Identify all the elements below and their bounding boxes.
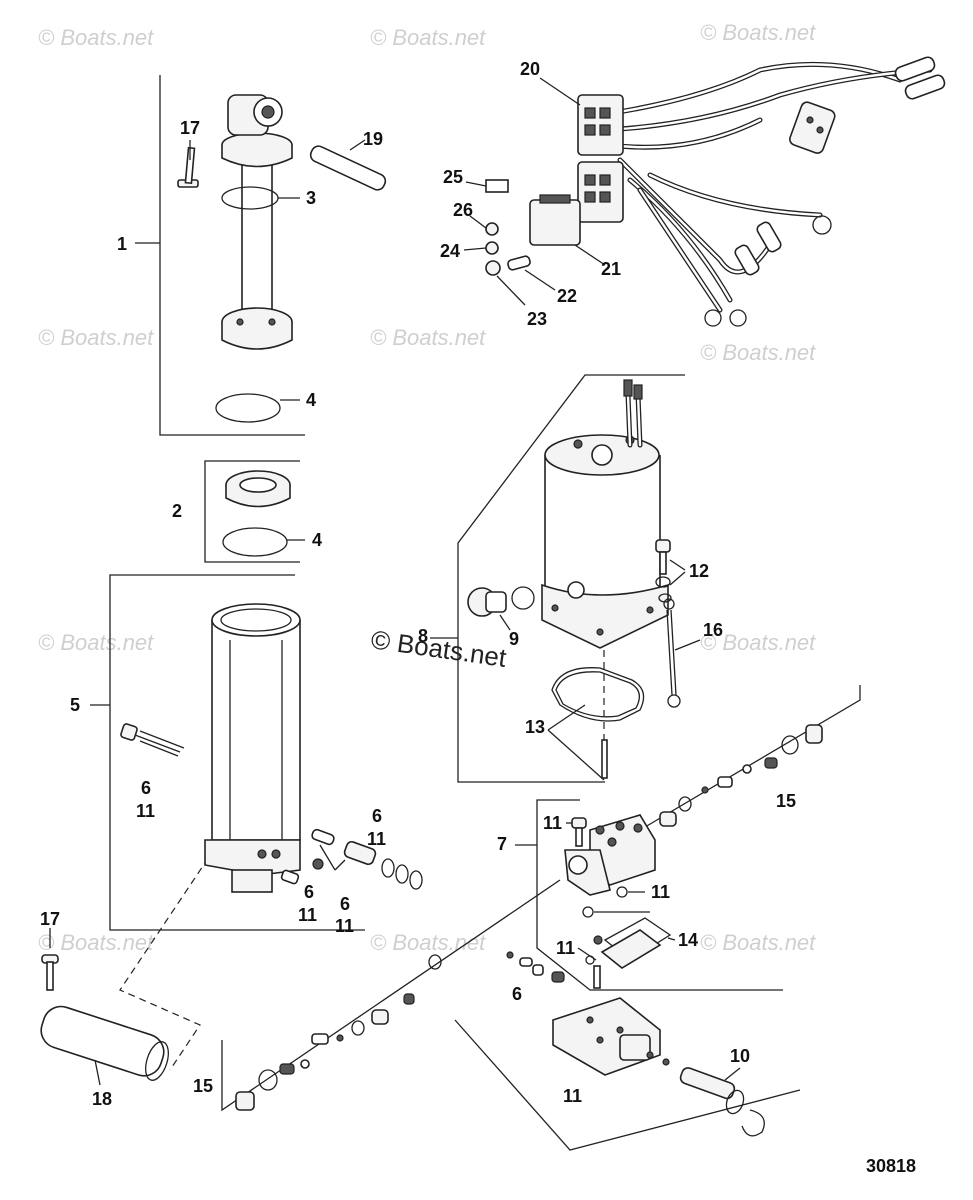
callout-11: 11 [136,801,155,821]
watermarks: © Boats.net © Boats.net © Boats.net © Bo… [38,20,816,955]
valve-line-15-upper [639,685,861,831]
callout-15: 15 [776,791,796,811]
bracket-lines [90,75,783,991]
callout-5: 5 [70,695,80,715]
callout-7: 7 [497,834,507,854]
callout-11: 11 [335,916,354,936]
callout-6: 6 [304,882,314,902]
callout-2: 2 [172,501,182,521]
gasket-13 [551,667,645,722]
valve-line-15-lower [221,879,561,1112]
watermark: © Boats.net [700,630,816,655]
watermark: © Boats.net [700,930,816,955]
callout-6: 6 [372,806,382,826]
callout-20: 20 [520,59,540,79]
watermark: © Boats.net [38,930,154,955]
callout-24: 24 [440,241,460,261]
callout-4: 4 [312,530,322,550]
sleeve-18 [40,1005,169,1081]
figure-number: 30818 [866,1156,916,1176]
callout-16: 16 [703,620,723,640]
valve-parts-cylinder [280,828,423,890]
callout-9: 9 [509,629,519,649]
callout-11: 11 [563,1086,582,1106]
callout-21: 21 [601,259,621,279]
callout-11: 11 [298,905,317,925]
part-25-box [485,179,509,193]
callout-13: 13 [525,717,545,737]
callout-8: 8 [418,626,428,646]
watermark: © Boats.net [700,20,816,45]
pin-19 [309,145,387,191]
plug-9 [467,586,535,617]
callout-22: 22 [557,286,577,306]
watermark: © Boats.net [700,340,816,365]
callout-17: 17 [40,909,60,929]
callout-1: 1 [117,234,127,254]
callout-4: 4 [306,390,316,410]
pump-base-11 [454,997,801,1151]
o-ring-4-upper [215,393,281,423]
o-ring-4-lower [222,527,288,557]
callout-12: 12 [689,561,709,581]
manifold-7 [564,814,656,896]
callout-6: 6 [141,778,151,798]
callout-11: 11 [367,829,386,849]
watermark: © Boats.net [38,630,154,655]
screw-6-left [120,723,185,757]
callout-26: 26 [453,200,473,220]
pump-motor-8 [541,379,669,649]
pin-17-bottom [41,954,59,991]
watermark: © Boats.net [370,930,486,955]
callout-11: 11 [543,813,562,833]
screws-12 [655,539,672,603]
watermark: © Boats.net [370,325,486,350]
callout-18: 18 [92,1089,112,1109]
callouts: 17 19 3 1 4 2 4 5 6 11 6 11 6 11 6 11 17… [40,59,796,1109]
callout-23: 23 [527,309,547,329]
callout-15: 15 [193,1076,213,1096]
cylinder-5 [204,603,301,893]
check-valve-6-lower [506,951,565,983]
pin-17-top [177,146,199,188]
watermark: © Boats.net [38,25,154,50]
callout-14: 14 [678,930,698,950]
callout-10: 10 [730,1046,750,1066]
piston-2 [225,470,291,508]
wiring-harness-20 [577,56,946,327]
callout-25: 25 [443,167,463,187]
callout-17: 17 [180,118,200,138]
callout-11: 11 [556,938,575,958]
ground-strap-16 [663,598,681,708]
watermark: © Boats.net [38,325,154,350]
watermark-center: © Boats.net [369,624,509,673]
cover-14 [582,886,672,989]
callout-6: 6 [340,894,350,914]
callout-11: 11 [651,882,670,902]
watermark: © Boats.net [370,25,486,50]
trim-rod-assembly [221,94,293,350]
relay-assembly [485,179,581,276]
callout-6: 6 [512,984,522,1004]
callout-3: 3 [306,188,316,208]
callout-19: 19 [363,129,383,149]
